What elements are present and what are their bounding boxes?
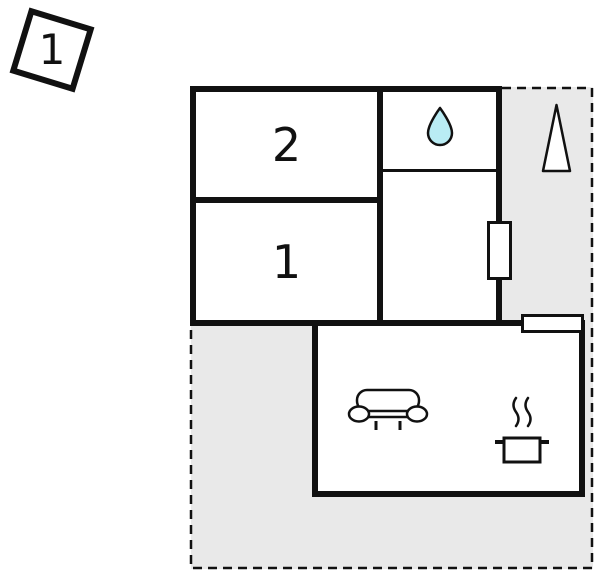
plot-number-label: 1 [38,25,66,74]
sofa-icon [346,386,430,434]
room-1-label: 1 [271,234,302,289]
water-drop-icon [424,106,456,148]
window-horizontal [521,314,584,333]
bathroom-divider-line [383,169,496,172]
room-2-label: 2 [271,117,302,172]
interior-wall-vertical [377,92,383,320]
interior-wall-horizontal [196,197,377,203]
plot-number-marker: 1 [9,7,95,93]
cooking-pot-icon [492,394,552,470]
window-vertical [487,221,512,280]
tree-icon [540,102,573,174]
